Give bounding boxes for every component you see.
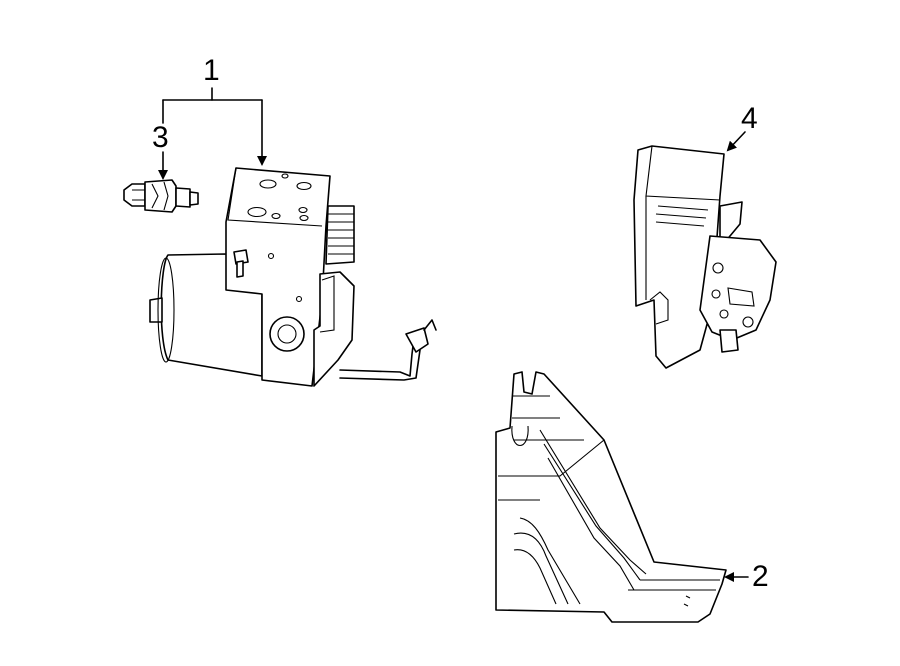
control-module-part-4: [633, 145, 777, 369]
callout-number-1: 1: [203, 54, 220, 87]
leader-4-arrow: [726, 131, 746, 152]
leader-lines: [158, 87, 749, 582]
mounting-bracket-part-2: [495, 371, 727, 623]
sensor-fitting-part-3: [123, 179, 199, 213]
abs-hydraulic-unit-part-1: [149, 167, 437, 387]
callout-number-4: 4: [741, 102, 758, 135]
callout-number-2: 2: [752, 560, 769, 593]
callout-number-3: 3: [152, 121, 169, 154]
